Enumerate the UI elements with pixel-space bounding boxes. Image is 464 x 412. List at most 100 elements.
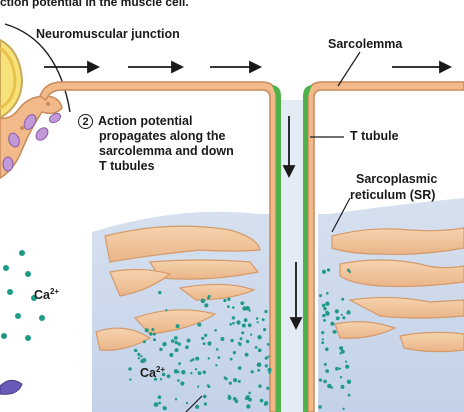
calcium-ion-dot [234,399,239,404]
calcium-ion-dot [232,306,235,309]
calcium-ion-dot [207,341,212,346]
calcium-ion-dot [197,322,202,327]
calcium-ion-dot [137,352,141,356]
calcium-ion-dot [142,340,146,344]
calcium-ion-dot [335,366,339,371]
step-number-badge: 2 [78,114,93,129]
calcium-ion-dot [321,331,325,335]
calcium-ion-dot [173,336,178,340]
calcium-ion-dot [203,394,207,399]
calcium-ion-dot [323,306,327,311]
calcium-ion-dot [248,391,251,395]
calcium-ion-dot [197,371,202,375]
calcium-ion-dot [173,369,179,374]
step-line2: propagates along the [99,129,226,143]
calcium-ion-dot [326,268,331,272]
calcium-ion-dot [256,362,262,368]
calcium-ion-dot [264,364,268,368]
calcium-ion-dot [263,402,268,406]
calcium-ion-dot [257,335,262,340]
calcium-ion-dot [207,296,211,300]
sarcoplasmic-reticulum-region [92,198,464,412]
calcium-ion-icon [1,250,45,341]
calcium-ion-dot [177,342,181,346]
neuromuscular-junction-label: Neuromuscular junction [36,27,180,41]
calcium-ion-dot [149,332,153,336]
calcium-ion-dot [202,342,206,345]
calcium-ion-dot [242,301,245,305]
calcium-ion-dot [250,370,254,374]
calcium-ion-dot [159,378,163,381]
calcium-ion-dot [152,332,156,336]
calcium-ion-dot [170,339,175,343]
calcium-ion-dot [325,347,329,352]
calcium-ion-dot [144,328,149,333]
calcium-ion-dot [342,407,345,410]
sr-label-line2: reticulum (SR) [350,188,436,202]
calcium-ion-dot [153,377,158,381]
calcium-ion-dot [319,294,322,298]
calcium-ion-dot [267,367,272,372]
calcium-ion-dot [195,404,200,409]
calcium-ion-dot [325,301,330,306]
calcium-ion-dot [248,397,252,402]
calcium-ion-dot [186,338,191,343]
calcium-ion-dot [264,309,268,314]
calcium-ion-dot [158,401,162,405]
calcium-ion-dot [342,316,346,320]
calcium-ion-dot [231,316,236,320]
calcium-ion-dot [162,406,167,411]
calcium-label-lower: Ca2+ [140,365,166,381]
calcium-ion-dot [128,367,132,371]
calcium-ion-dot [191,358,195,362]
calcium-ion-dot [217,356,221,359]
calcium-ion-dot [129,378,132,381]
calcium-pointer [185,395,203,412]
calcium-ion-dot [323,319,326,322]
calcium-label-upper: Ca2+ [34,287,60,303]
junctional-folds [0,95,63,179]
sr-label-line1: Sarcoplasmic [356,172,438,186]
calcium-ion-dot [330,321,335,326]
calcium-ion-dot [151,328,155,331]
calcium-ion-dot [232,321,235,325]
calcium-ion-dot [197,385,200,388]
calcium-ion-dot [241,323,246,328]
calcium-ion-dot [239,337,243,341]
t-tubule-label: T tubule [350,129,399,143]
calcium-ion-dot [245,339,250,344]
calcium-ion-dot [226,305,230,308]
calcium-ion-dot [233,378,238,383]
calcium-ion-dot [250,333,253,336]
calcium-ion-dot [169,352,174,358]
calcium-ion-dot [166,374,171,379]
calcium-ion-dot [266,343,270,346]
calcium-ion-dot [204,303,209,308]
calcium-ion-dot [244,352,249,357]
calcium-ion-dot [174,398,178,401]
calcium-ion-dot [325,369,330,373]
calcium-ion-dot [229,323,232,326]
calcium-ion-dot [346,379,352,384]
calcium-ion-dot [223,298,227,303]
calcium-ion-dot [263,328,267,332]
calcium-ion-dot [223,376,227,380]
calcium-ion-dot [321,338,324,341]
arrow-right-icon [44,60,453,74]
calcium-ion-dot [206,384,210,387]
calcium-ion-dot [200,298,206,304]
calcium-ion-dot [255,317,259,320]
sarcolemma-pointer [337,51,361,87]
calcium-ion-dot [327,383,332,389]
calcium-ion-dot [248,309,251,312]
calcium-ion-dot [203,402,207,406]
calcium-ion-dot [341,297,345,301]
calcium-ion-dot [257,368,261,372]
calcium-ion-dot [244,396,249,401]
sarcolemma-membrane [39,81,464,412]
calcium-ion-dot [243,318,248,323]
calcium-ion-dot [258,384,262,388]
calcium-ion-dot [346,310,351,315]
calcium-ion-dot [261,318,265,322]
calcium-ion-dot [185,345,189,350]
